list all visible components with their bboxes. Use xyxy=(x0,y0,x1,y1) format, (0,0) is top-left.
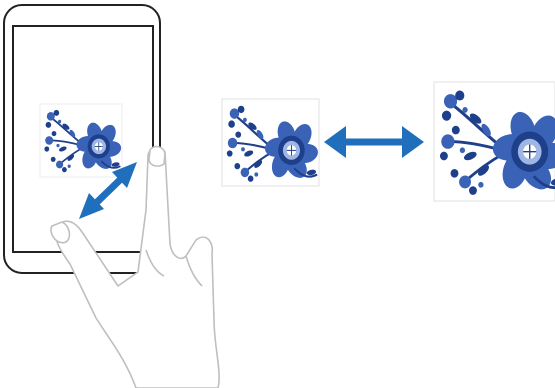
zoomed-image-card xyxy=(433,81,555,202)
double-arrow-diagonal-icon xyxy=(79,162,137,219)
pinch-zoom-hand-icon xyxy=(50,145,220,388)
phone-image-thumbnail xyxy=(39,103,124,178)
original-image-card xyxy=(221,98,321,187)
double-arrow-horizontal-icon xyxy=(324,126,424,158)
